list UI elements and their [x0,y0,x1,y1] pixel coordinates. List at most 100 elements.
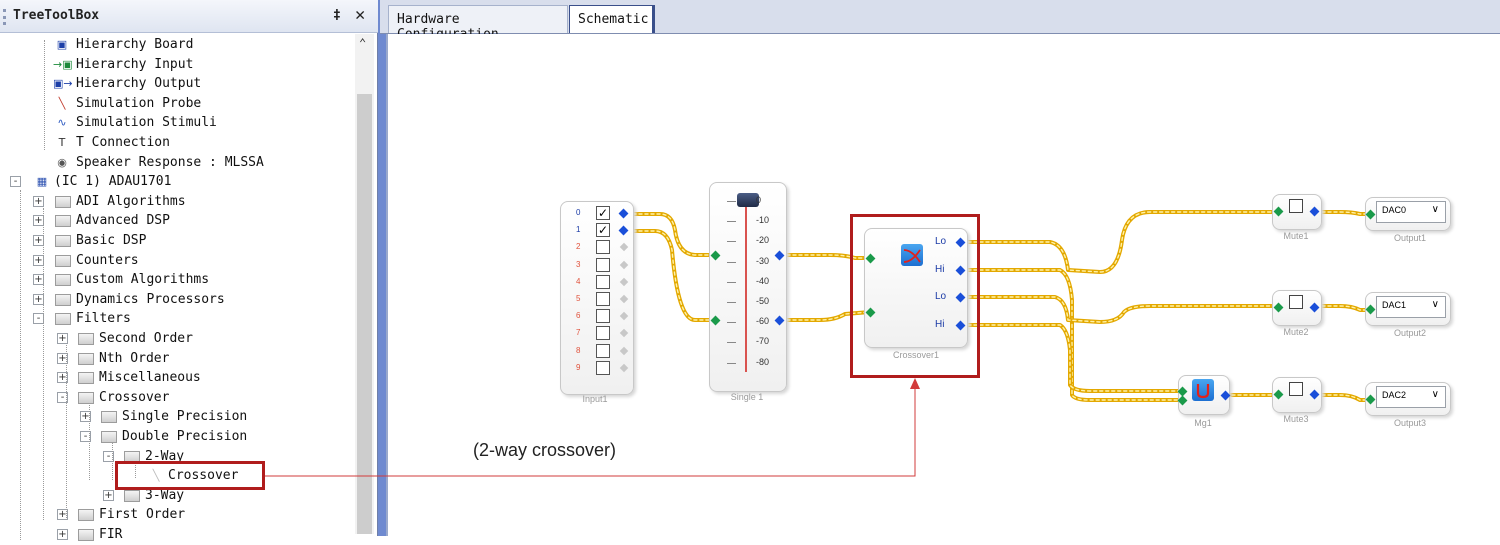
tree-item[interactable]: ∿Simulation Stimuli [0,114,352,133]
tree-item[interactable]: -Crossover [0,389,352,408]
tree-item-label: Simulation Stimuli [76,115,217,131]
tree-item[interactable]: ╲Crossover [0,467,352,486]
tree-item[interactable]: + Single Precision [0,408,352,427]
close-icon[interactable]: ✕ [355,5,366,25]
input-channel-checkbox[interactable] [596,309,610,324]
tree-item[interactable]: +Dynamics Processors [0,291,352,310]
chevron-down-icon[interactable]: ∨ [1431,389,1439,400]
collapse-icon[interactable]: - [80,431,91,442]
tree-item[interactable]: -Double Precision [0,428,352,447]
tree-item-label: Second Order [99,331,193,346]
expand-icon[interactable]: + [57,372,68,384]
volume-tick-mark [727,322,736,324]
folder-icon [101,431,117,443]
pin-icon[interactable]: ‡ [333,8,341,23]
expand-icon[interactable]: + [80,411,91,423]
mute-checkbox[interactable] [1289,199,1303,213]
tree-item[interactable]: -Filters [0,310,352,329]
expand-icon[interactable]: + [33,195,44,207]
output-dac-select[interactable]: DAC0 ∨ [1376,201,1446,223]
crossover-port-label: Lo [935,236,947,247]
mute-checkbox[interactable] [1289,382,1303,396]
annotation-connector-line [265,386,916,477]
tree-item[interactable]: +First Order [0,506,352,525]
input-channel-checkbox[interactable] [596,326,610,341]
input-channel-number: 0 [576,208,581,217]
input-channel-checkbox[interactable] [596,360,610,375]
input-channel-checkbox[interactable]: ✓ [596,206,610,220]
scroll-up-icon[interactable]: ⌃ [359,36,367,50]
hierarchy-input-icon: →▣ [53,57,73,71]
input-channel-checkbox[interactable] [596,240,610,255]
expand-icon[interactable]: + [103,489,114,501]
toolbox-scrollbar[interactable]: ⌃ [355,34,374,534]
tree-item[interactable]: -2-Way [0,448,352,467]
volume-tick-mark [727,221,736,223]
output-dac-select[interactable]: DAC1 ∨ [1376,296,1446,318]
crossover-port-label: Hi [935,319,945,330]
volume-tick-label: -50 [756,296,770,306]
collapse-icon[interactable]: - [103,450,114,462]
folder-icon [55,293,71,306]
tree-item[interactable]: ╲ Simulation Probe [0,95,352,114]
chevron-down-icon[interactable]: ∨ [1431,204,1439,215]
folder-icon [55,215,71,228]
input-channel-checkbox[interactable] [596,292,610,306]
collapse-icon[interactable]: - [10,176,21,188]
volume-block[interactable] [709,182,787,392]
expand-icon[interactable]: + [57,509,68,521]
tree-item[interactable]: →▣Hierarchy Input [0,56,352,75]
input-channel-checkbox[interactable] [596,257,610,272]
input-channel-number: 1 [576,225,581,235]
collapse-icon[interactable]: - [57,391,68,403]
annotation-arrowhead [910,378,920,389]
input-channel-number: 5 [576,294,581,303]
grip-icon[interactable] [3,9,9,25]
tab-schematic[interactable]: Schematic [569,5,655,33]
tree-item[interactable]: ▣→Hierarchy Output [0,75,352,94]
input-channel-checkbox[interactable] [596,343,610,358]
tree-item[interactable]: +Custom Algorithms [0,271,352,290]
tree-item[interactable]: +Basic DSP [0,232,352,251]
folder-icon [55,274,71,287]
volume-tick-label: -60 [756,316,770,327]
tree-item-label: ADI Algorithms [76,193,186,209]
tree-item-label: Nth Order [99,350,170,366]
simulation-probe-icon: ╲ [58,96,66,110]
tree-item-label: Single Precision [122,409,248,425]
tree-item[interactable]: +Miscellaneous [0,369,352,388]
input-channel-checkbox[interactable]: ✓ [596,223,610,238]
mute-checkbox[interactable] [1289,295,1303,309]
volume-slider-knob[interactable] [737,193,759,207]
tree-item[interactable]: +3-Way [0,487,352,506]
tree-item[interactable]: +Advanced DSP [0,212,352,231]
tree-item[interactable]: + Second Order [0,330,352,349]
scroll-thumb[interactable] [357,94,372,534]
volume-tick-label: -70 [756,336,770,347]
panel-splitter[interactable] [378,0,386,536]
crossover-module-icon: ╲ [152,469,160,483]
tree-item[interactable]: ▣Hierarchy Board [0,36,352,55]
chevron-down-icon[interactable]: ∨ [1431,299,1439,310]
expand-icon[interactable]: + [57,333,68,344]
output-dac-value: DAC1 [1382,300,1407,310]
tree-item-label: Filters [76,311,131,327]
input-channel-number: 3 [576,259,581,269]
input-channel-number: 2 [576,242,581,252]
mute-block-label: Mute1 [1283,231,1309,241]
tree-item[interactable]: + ADI Algorithms [0,193,352,212]
tree-item[interactable]: -▦(IC 1) ADAU1701 [0,173,352,192]
mute-block-label: Mute2 [1283,327,1309,337]
folder-icon [55,254,71,267]
expand-icon[interactable]: + [57,352,68,364]
output-dac-value: DAC0 [1382,205,1407,215]
output-dac-select[interactable]: DAC2∨ [1376,386,1446,408]
tree-item[interactable]: + Nth Order [0,350,352,369]
input-channel-checkbox[interactable] [596,274,610,289]
wire [960,295,1280,324]
tree-item[interactable]: +Counters [0,252,352,271]
tree-item[interactable]: ◉Speaker Response : MLSSA [0,154,352,173]
folder-icon [78,352,94,365]
tree-item-label: Simulation Probe [76,95,202,111]
